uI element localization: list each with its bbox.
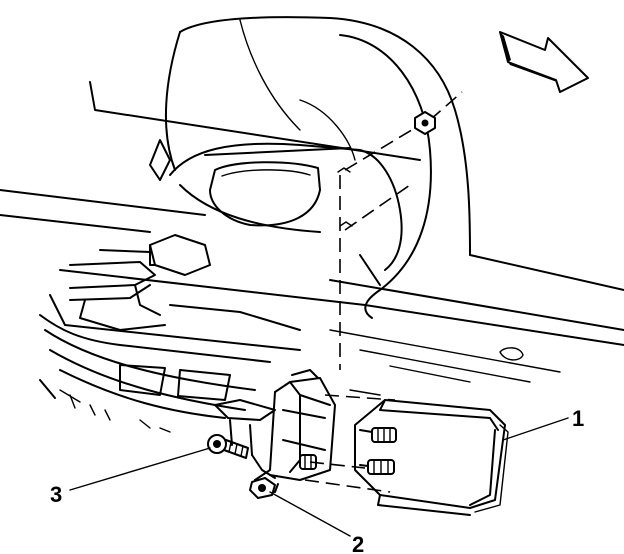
assembly-guide-lines [304, 91, 463, 493]
mounting-nut [249, 477, 276, 499]
mounting-bolt [207, 434, 249, 459]
forward-direction-arrow-icon [499, 31, 589, 93]
wheel-well-liner [149, 139, 403, 271]
quarter-panel-outline [89, 16, 624, 319]
leader-line-1 [502, 417, 569, 441]
module-mounting-bracket [214, 369, 336, 493]
rear-bracket-structure [49, 234, 301, 351]
callout-1-label: 1 [572, 406, 584, 431]
callout-3-label: 3 [50, 482, 62, 507]
bumper-fascia [39, 314, 271, 433]
leader-line-2 [269, 491, 351, 537]
leader-line-3 [69, 447, 211, 491]
liner-retainer-clip [337, 111, 436, 227]
callout-2-label: 2 [352, 532, 364, 554]
control-module [354, 399, 509, 516]
callout-leaders [69, 417, 569, 537]
floor-panel [0, 189, 624, 396]
